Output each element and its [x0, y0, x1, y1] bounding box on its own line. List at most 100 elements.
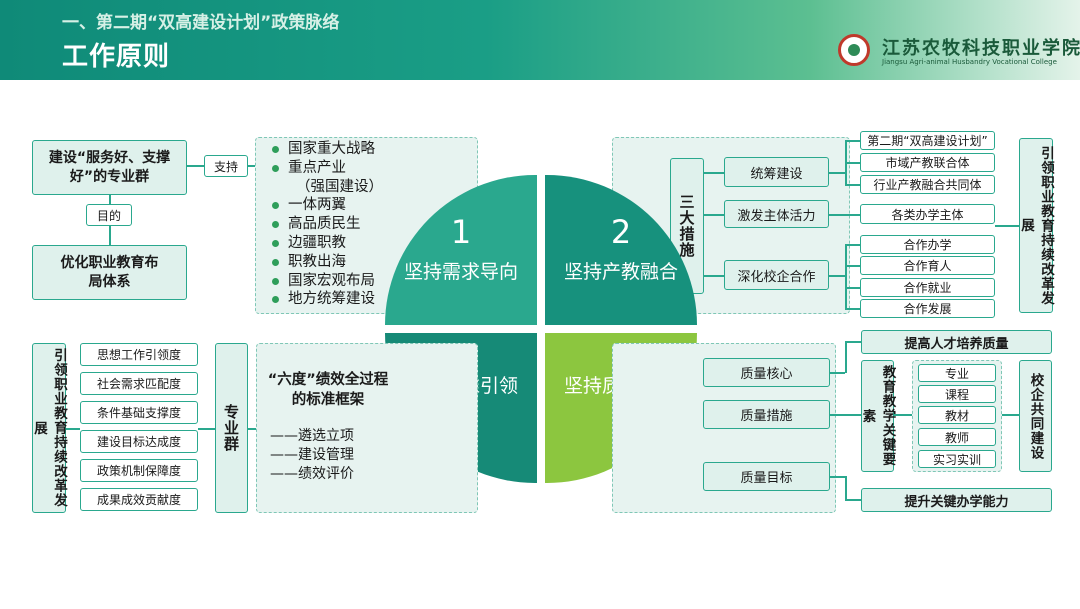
build-group-box: 建设“服务好、支撑好”的专业群: [32, 140, 187, 195]
degree-label: 社会需求匹配度: [96, 377, 181, 391]
connector: [1002, 414, 1019, 416]
measure-box: 深化校企合作: [724, 260, 829, 290]
element-item: 实习实训: [918, 450, 996, 468]
connector: [845, 341, 861, 343]
bottom-goal-label: 提升关键办学能力: [904, 494, 1009, 510]
connector: [830, 414, 861, 416]
list-item: 国家重大战略: [270, 140, 383, 159]
connector: [845, 162, 860, 164]
measures-title: 三大措施: [677, 194, 696, 258]
quadrant-number: 1: [450, 213, 472, 251]
group3-item: 合作发展: [860, 299, 995, 318]
group3-label: 合作办学: [903, 238, 952, 252]
connector: [845, 244, 847, 309]
quality-box: 质量措施: [703, 400, 830, 429]
quadrant-label: 坚持需求导向: [403, 261, 518, 283]
connector: [894, 414, 912, 416]
framework-item: ——绩效评价: [270, 466, 354, 482]
section-subtitle: 一、第二期“双高建设计划”政策脉络: [62, 13, 340, 33]
connector: [829, 275, 845, 277]
list-item: 地方统筹建设: [270, 290, 383, 309]
optimize-box: 优化职业教育布局体系: [32, 245, 187, 300]
connector: [845, 476, 847, 500]
group-label: 专业群: [222, 404, 240, 452]
group1-item: 市域产教联合体: [860, 153, 995, 172]
top-goal-label: 提高人才培养质量: [904, 336, 1009, 352]
measure-label: 统筹建设: [750, 166, 803, 182]
connector: [845, 308, 860, 310]
framework-panel: [256, 343, 478, 513]
connector: [845, 244, 860, 246]
quality-label: 质量核心: [740, 367, 793, 382]
framework-item: ——建设管理: [270, 447, 354, 463]
degree-item: 社会需求匹配度: [80, 372, 198, 395]
group-label-box: 专业群: [215, 343, 248, 513]
coop-title-box: 校企共同建设: [1019, 360, 1052, 472]
element-label: 教材: [944, 408, 969, 423]
optimize-label: 优化职业教育布局体系: [60, 254, 159, 290]
group3-item: 合作育人: [860, 256, 995, 275]
degree-label: 条件基础支撑度: [96, 406, 181, 420]
degree-item: 条件基础支撑度: [80, 401, 198, 424]
group1-label: 市域产教联合体: [885, 156, 970, 170]
purpose-label-box: 目的: [86, 204, 132, 226]
connector: [704, 214, 724, 216]
coop-title: 校企共同建设: [1027, 372, 1044, 460]
side-title: 引领职业教育持续改革发展: [31, 348, 67, 508]
group2-item: 各类办学主体: [860, 204, 995, 224]
group1-label: 行业产教融合共同体: [873, 178, 982, 192]
connector: [829, 214, 860, 216]
list-item: 边疆职教: [270, 234, 383, 253]
degree-item: 建设目标达成度: [80, 430, 198, 453]
connector: [248, 428, 256, 430]
degree-label: 成果成效贡献度: [96, 493, 181, 507]
connector: [845, 341, 847, 373]
support-label: 支持: [213, 159, 238, 174]
connector: [845, 140, 860, 142]
degree-item: 成果成效贡献度: [80, 488, 198, 511]
quality-box: 质量目标: [703, 462, 830, 491]
element-label: 课程: [944, 387, 969, 402]
degree-label: 思想工作引领度: [96, 348, 181, 362]
group1-label: 第二期“双高建设计划”: [867, 134, 988, 148]
build-group-label: 建设“服务好、支撑好”的专业群: [48, 149, 171, 185]
group1-item: 第二期“双高建设计划”: [860, 131, 995, 150]
framework-title: “六度”绩效全过程的标准框架: [267, 372, 389, 408]
measure-label: 激发主体活力: [737, 208, 816, 224]
key-elements-title-box: 教育教学关键要素: [860, 360, 896, 472]
connector: [830, 372, 845, 374]
group3-label: 合作育人: [903, 259, 952, 273]
group3-label: 合作就业: [903, 281, 952, 295]
connector: [830, 476, 845, 478]
connector: [995, 225, 1019, 227]
framework-item: ——遴选立项: [270, 428, 354, 444]
connector: [704, 172, 724, 174]
quality-box: 质量核心: [703, 358, 830, 387]
purpose-label: 目的: [96, 208, 121, 223]
connector: [198, 428, 215, 430]
element-item: 专业: [918, 364, 996, 382]
connector: [845, 265, 860, 267]
measure-label: 深化校企合作: [737, 269, 816, 285]
measure-box: 统筹建设: [724, 157, 829, 187]
key-elements-title: 教育教学关键要素: [859, 365, 896, 467]
list-item: 国家宏观布局: [270, 272, 383, 291]
degree-item: 政策机制保障度: [80, 459, 198, 482]
side-title-box-right: 引领职业教育持续改革发展: [1018, 138, 1054, 313]
quality-label: 质量目标: [740, 471, 793, 486]
college-name-en: Jiangsu Agri-animal Husbandry Vocational…: [882, 58, 1057, 66]
connector: [248, 165, 256, 167]
strategy-list: 国家重大战略 重点产业 （强国建设） 一体两翼 高品质民生 边疆职教 职教出海 …: [270, 140, 383, 309]
list-item: 重点产业: [270, 159, 383, 178]
connector: [845, 184, 860, 186]
element-item: 教师: [918, 428, 996, 446]
college-name: 江苏农牧科技职业学院: [882, 38, 1080, 59]
header-banner: 一、第二期“双高建设计划”政策脉络 工作原则 江苏农牧科技职业学院 Jiangs…: [0, 0, 1080, 80]
support-label-box: 支持: [204, 155, 248, 177]
element-label: 实习实训: [932, 452, 981, 467]
connector: [66, 428, 80, 430]
college-logo-icon: [838, 34, 870, 66]
element-item: 课程: [918, 385, 996, 403]
connector: [845, 287, 860, 289]
connector: [187, 165, 204, 167]
